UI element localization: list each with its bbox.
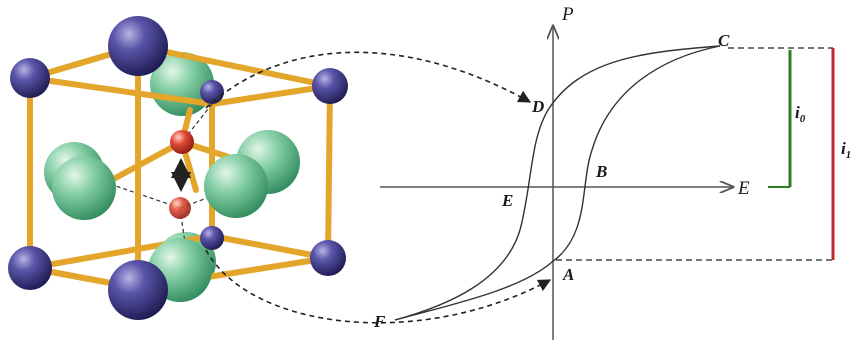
p-axis-label: P xyxy=(561,4,574,25)
crystal-structure xyxy=(8,16,348,320)
corner-atom-bottom-right xyxy=(310,240,346,276)
connector-arrow-to-D xyxy=(205,51,532,109)
bracket-i1: i1 xyxy=(831,48,851,260)
bracket-i0-label: i0 xyxy=(795,103,806,125)
point-label-E: E xyxy=(501,191,513,210)
hysteresis-plot: P E C D B E A F i0 i1 xyxy=(373,4,851,340)
bracket-i0: i0 xyxy=(768,50,806,188)
point-label-B: B xyxy=(595,162,607,181)
bracket-i1-label: i1 xyxy=(841,139,851,161)
corner-atom-bottom-left xyxy=(8,246,52,290)
connector-arrow-to-A xyxy=(205,249,552,324)
corner-atom-back-bottom xyxy=(200,226,224,250)
hysteresis-branch-lower xyxy=(394,45,721,321)
oxygen-atom-front-left xyxy=(52,156,116,220)
point-label-F: F xyxy=(373,312,386,331)
corner-atom-bottom-front xyxy=(108,260,168,320)
point-label-D: D xyxy=(531,97,544,116)
center-atom-lower xyxy=(169,197,191,219)
hysteresis-branch-upper xyxy=(394,45,721,321)
oxygen-atom-front-right xyxy=(204,154,268,218)
corner-atom-top-right xyxy=(312,68,348,104)
point-label-C: C xyxy=(718,31,730,50)
point-label-A: A xyxy=(562,265,574,284)
corner-atom-top-left xyxy=(10,58,50,98)
e-axis-label: E xyxy=(737,178,750,199)
corner-atom-top-front xyxy=(108,16,168,76)
center-atom-upper xyxy=(170,130,194,154)
corner-atom-back-top xyxy=(200,80,224,104)
